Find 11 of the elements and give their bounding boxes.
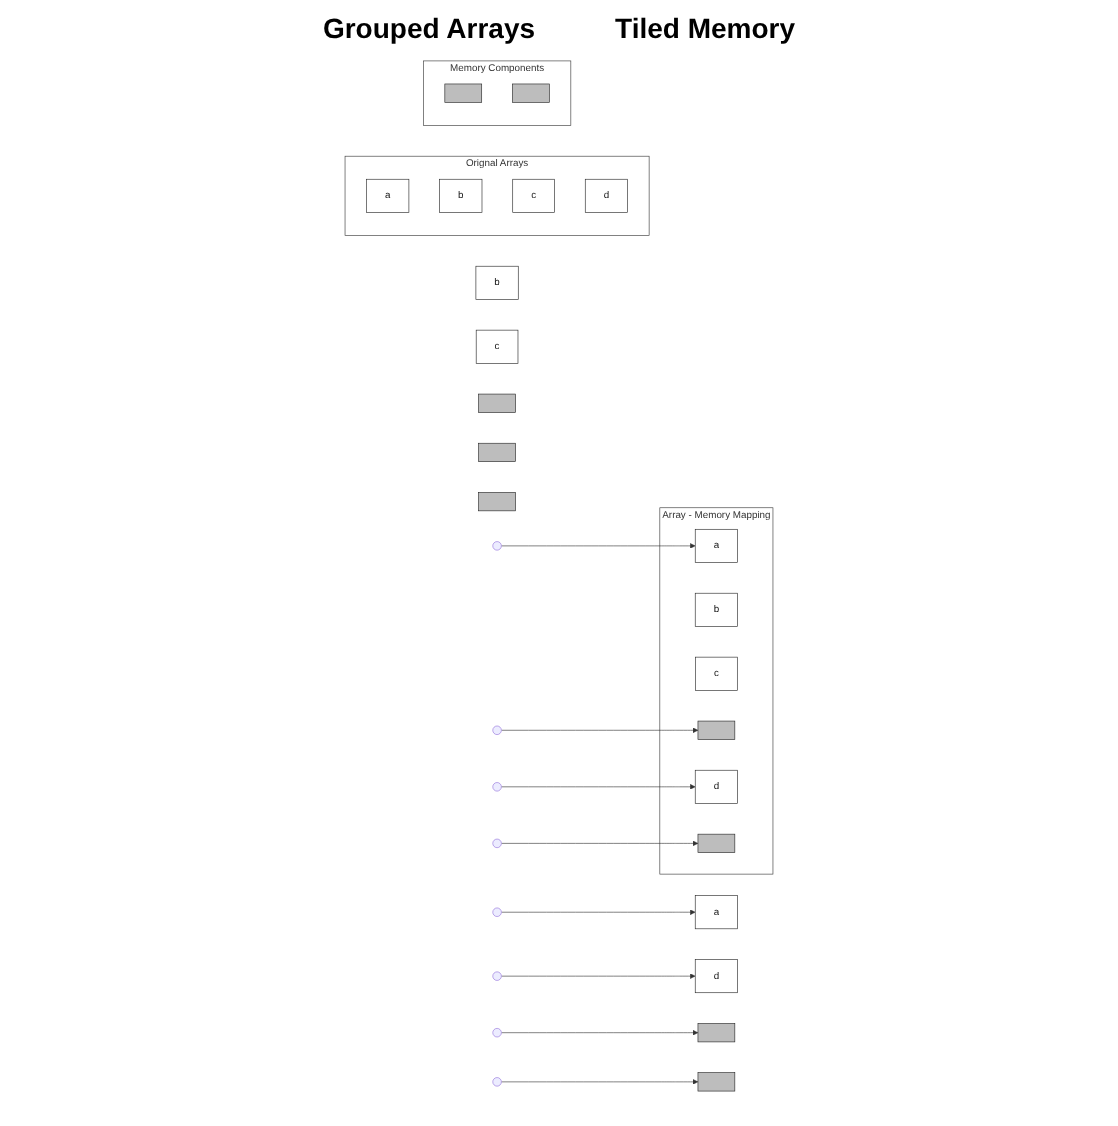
node-box <box>697 1023 736 1043</box>
node-box <box>697 1072 736 1092</box>
node-box <box>478 393 516 413</box>
column-heading: Grouped Arrays <box>322 12 536 44</box>
node-box <box>512 83 550 103</box>
node-box <box>697 833 736 853</box>
node-box <box>478 492 516 512</box>
node-box <box>478 442 516 462</box>
node-box <box>697 720 736 740</box>
column-heading: Tiled Memory <box>615 12 796 44</box>
node-box <box>444 83 482 103</box>
